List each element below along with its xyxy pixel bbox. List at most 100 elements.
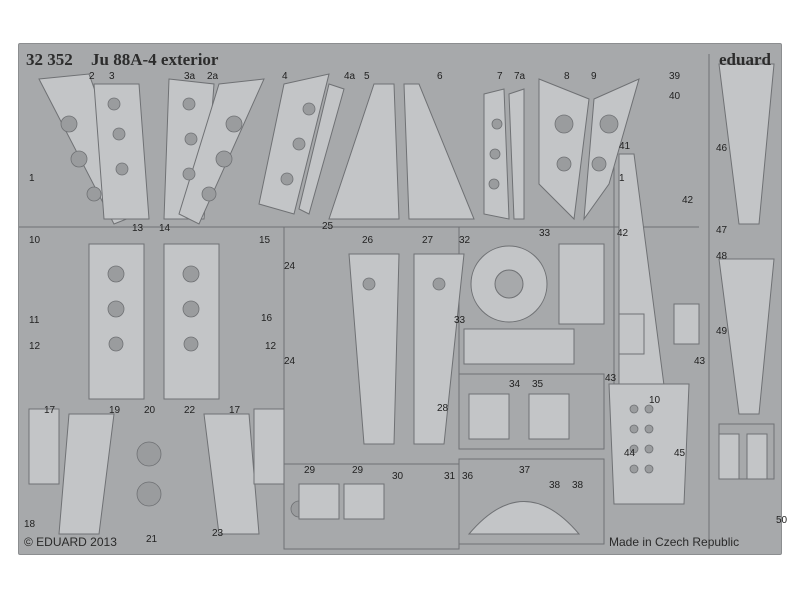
set-number: 32 352 (26, 50, 73, 69)
part-label: 21 (146, 534, 158, 545)
part-label: 37 (519, 465, 531, 476)
part-label: 38 (572, 480, 584, 491)
part-32-radial-grille (470, 245, 548, 323)
origin-label: Made in Czech Republic (609, 535, 740, 549)
part-label: 12 (29, 341, 41, 352)
part-17-right (203, 413, 260, 535)
part-6 (403, 83, 475, 220)
part-label: 42 (682, 195, 694, 206)
part-label: 1 (29, 173, 35, 184)
part-label: 27 (422, 235, 434, 246)
part-label: 43 (605, 373, 617, 384)
part-34 (468, 393, 510, 440)
rect-details (28, 243, 768, 535)
part-label: 14 (159, 223, 171, 234)
part-label: 24 (284, 261, 296, 272)
part-label: 3a (184, 71, 196, 82)
part-50-left (718, 433, 740, 480)
part-18-grille (28, 408, 60, 485)
part-label: 42 (617, 228, 629, 239)
part-10-panel (608, 383, 690, 505)
part-label: 36 (462, 471, 474, 482)
part-label: 10 (29, 235, 41, 246)
part-label: 17 (229, 405, 241, 416)
part-label: 16 (261, 313, 273, 324)
part-label: 31 (444, 471, 456, 482)
part-label: 2a (207, 71, 219, 82)
part-17-left (58, 413, 115, 535)
part-label: 8 (564, 71, 570, 82)
part-36 (467, 501, 581, 535)
part-label: 33 (539, 228, 551, 239)
part-48-strip (718, 258, 775, 415)
brand-logo: eduard (719, 50, 771, 69)
part-label: 25 (322, 221, 334, 232)
part-label: 23 (212, 528, 224, 539)
part-33-lower (463, 328, 575, 365)
part-label: 30 (392, 471, 404, 482)
part-label: 17 (44, 405, 56, 416)
part-23-grille (253, 408, 285, 485)
set-name: Ju 88A-4 exterior (91, 50, 219, 69)
mesh-right (673, 303, 700, 345)
part-label: 26 (362, 235, 374, 246)
part-label: 41 (619, 141, 631, 152)
part-label: 15 (259, 235, 271, 246)
part-label: 35 (532, 379, 544, 390)
part-label: 43 (694, 356, 706, 367)
part-label: 28 (437, 403, 449, 414)
part-29-left (298, 483, 340, 520)
part-label: 33 (454, 315, 466, 326)
part-label: 5 (364, 71, 370, 82)
part-label: 7 (497, 71, 503, 82)
part-label: 3 (109, 71, 115, 82)
part-4a (298, 83, 345, 215)
part-label: 22 (184, 405, 196, 416)
part-label: 19 (109, 405, 121, 416)
part-8 (538, 78, 590, 221)
photo-etched-fret: 32 352 Ju 88A-4 exterior eduard © EDUARD… (18, 43, 787, 555)
part-label: 44 (624, 448, 636, 459)
part-27 (413, 253, 465, 445)
copyright: © EDUARD 2013 (24, 535, 117, 549)
part-13 (88, 243, 145, 400)
part-label: 11 (29, 315, 40, 326)
part-label: 4 (282, 71, 288, 82)
part-label: 45 (674, 448, 686, 459)
part-label: 46 (716, 143, 728, 154)
part-7a (508, 88, 525, 220)
fret-parts-drawing (19, 54, 775, 550)
part-label: 32 (459, 235, 471, 246)
part-3 (93, 83, 150, 220)
part-label: 34 (509, 379, 521, 390)
part-label: 18 (24, 519, 36, 530)
part-46-strip (718, 63, 775, 225)
part-label: 12 (265, 341, 277, 352)
part-label: 29 (352, 465, 364, 476)
part-26 (348, 253, 400, 445)
part-14 (163, 243, 220, 400)
part-label: 10 (649, 395, 661, 406)
mesh-left (618, 313, 645, 355)
part-label: 38 (549, 480, 561, 491)
part-label: 9 (591, 71, 597, 82)
part-5 (328, 83, 400, 220)
part-label: 2 (89, 71, 95, 82)
part-label: 1 (619, 173, 625, 184)
part-label: 20 (144, 405, 156, 416)
part-label: 50 (776, 515, 788, 526)
part-label: 13 (132, 223, 144, 234)
part-label: 29 (304, 465, 316, 476)
part-33-upper (558, 243, 605, 325)
part-29-right (343, 483, 385, 520)
part-label: 48 (716, 251, 728, 262)
part-label: 39 (669, 71, 681, 82)
part-label: 49 (716, 326, 728, 337)
part-label: 40 (669, 91, 681, 102)
part-label: 6 (437, 71, 443, 82)
part-label: 7a (514, 71, 526, 82)
part-label: 47 (716, 225, 728, 236)
part-50-right (746, 433, 768, 480)
part-label: 4a (344, 71, 356, 82)
part-9 (583, 78, 640, 221)
